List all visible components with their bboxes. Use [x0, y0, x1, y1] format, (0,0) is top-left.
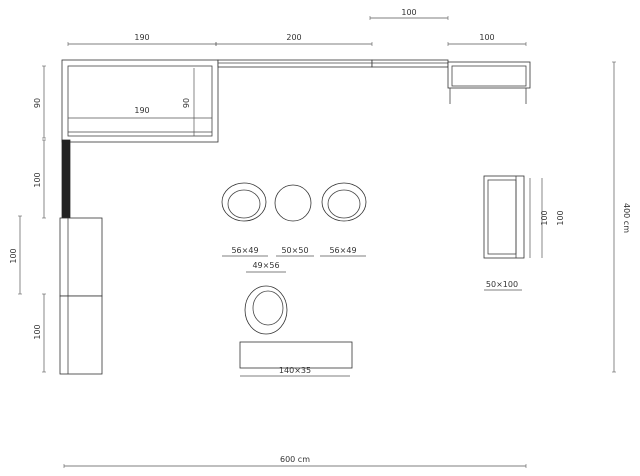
dimension-label: 100 — [9, 248, 18, 263]
right-tall-cabinet: 100 100 50×100 — [483, 175, 565, 291]
armchair: 49×56 — [244, 261, 288, 335]
chair-dimension-labels: 56×49 50×50 56×49 — [222, 246, 366, 257]
bench: 140×35 — [239, 341, 353, 377]
top-dimension-200: 200 — [215, 33, 373, 47]
left-dimension-90: 90 — [33, 65, 47, 139]
dimension-label: 200 — [286, 33, 301, 42]
left-dimension-100-mid: 100 — [33, 139, 47, 219]
dimension-label: 100 — [401, 8, 416, 17]
cabinet-height-label-b: 100 — [556, 210, 565, 225]
left-wall-units — [59, 139, 103, 375]
overall-height-dimension: 400 cm — [611, 61, 631, 373]
cabinet-label: 50×100 — [486, 280, 518, 289]
inner-height-label: 90 — [182, 98, 191, 108]
inner-width-label: 190 — [134, 106, 149, 115]
chair-mid-label: 50×50 — [281, 246, 308, 255]
bench-label: 140×35 — [279, 366, 311, 375]
top-left-counter: 190 90 — [61, 59, 219, 143]
left-dimension-100-outer: 100 — [9, 215, 23, 295]
top-dimension-100: 100 — [447, 33, 527, 47]
dimension-label: 400 cm — [622, 203, 631, 233]
chair-left-label: 56×49 — [231, 246, 258, 255]
chair-left — [221, 182, 267, 222]
left-dimension-100-lower: 100 — [33, 293, 47, 373]
top-dimension-100-upper: 100 — [369, 8, 449, 21]
dimension-label: 100 — [33, 324, 42, 339]
armchair-label: 49×56 — [252, 261, 279, 270]
chair-middle — [274, 184, 312, 222]
cabinet-height-label-a: 100 — [540, 210, 549, 225]
top-wall-shelf — [217, 59, 449, 68]
dimension-label: 190 — [134, 33, 149, 42]
dimension-label: 90 — [33, 98, 42, 108]
dimension-label: 100 — [479, 33, 494, 42]
top-dimension-190: 190 — [67, 33, 217, 47]
dimension-label: 100 — [33, 172, 42, 187]
chair-right — [321, 182, 367, 222]
chair-right-label: 56×49 — [329, 246, 356, 255]
dimension-label: 600 cm — [280, 455, 310, 464]
top-right-cabinet — [447, 61, 531, 104]
overall-width-dimension: 600 cm — [63, 455, 527, 469]
